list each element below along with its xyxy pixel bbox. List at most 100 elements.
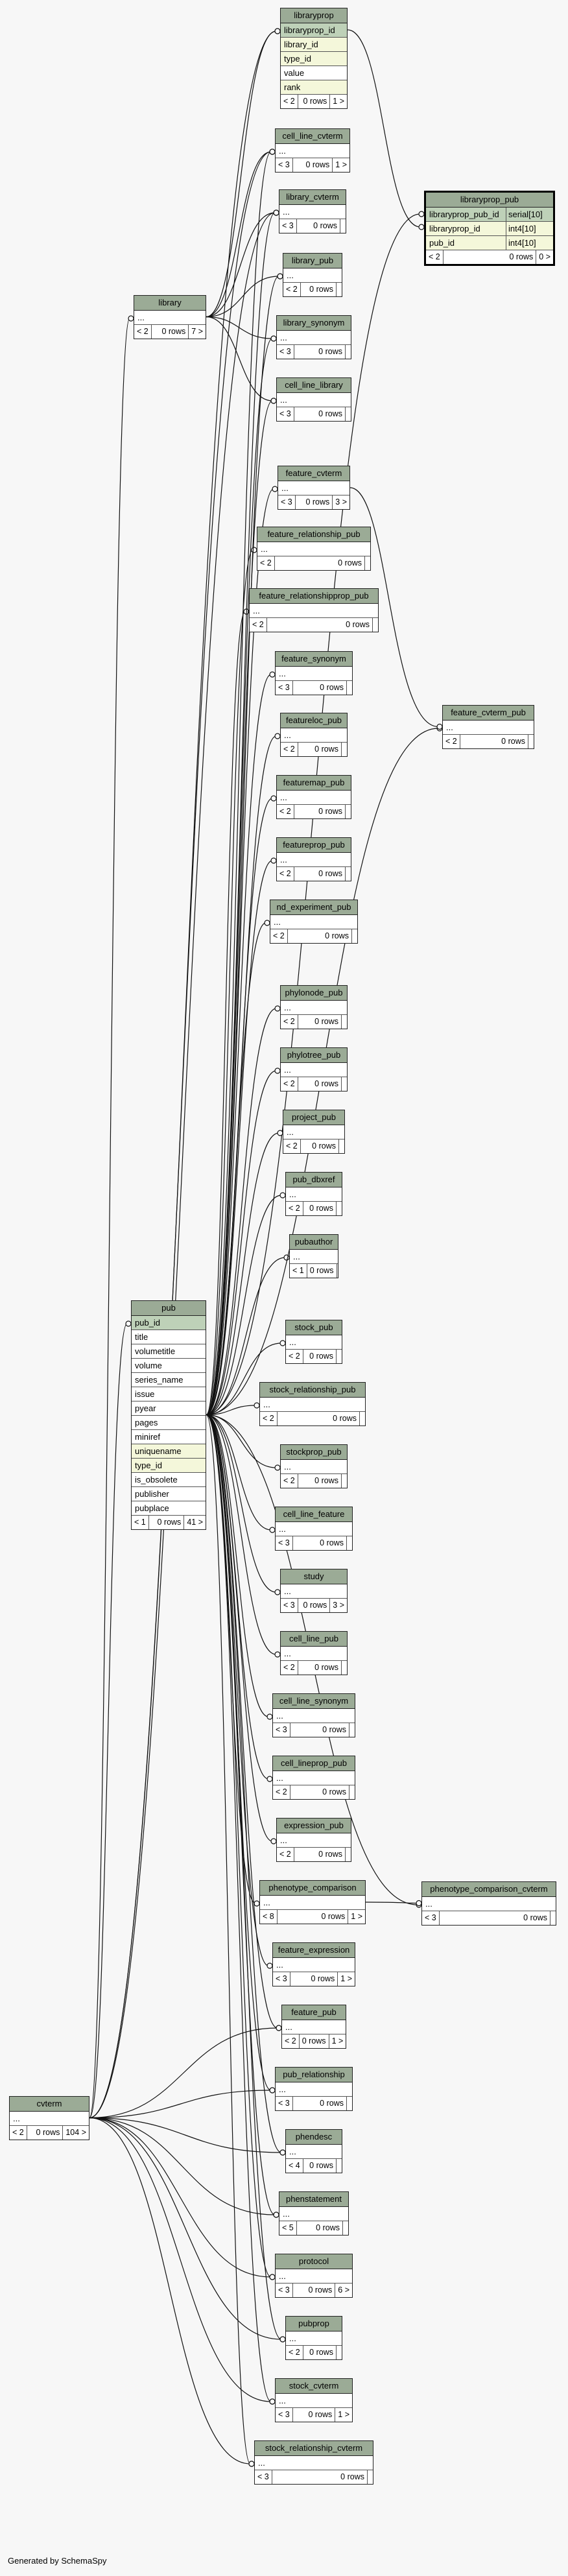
child-count[interactable] [346,345,351,359]
parent-count[interactable]: < 5 [279,2221,297,2235]
child-count[interactable]: 1 > [333,97,344,106]
child-count[interactable] [346,407,351,421]
parent-count[interactable]: < 2 [281,743,298,756]
parent-count[interactable]: < 2 [281,1661,298,1675]
column-row[interactable]: ... [10,2112,89,2126]
parent-count[interactable]: < 2 [273,1785,290,1799]
table-name[interactable]: phenstatement [279,2192,348,2207]
child-count[interactable] [352,929,357,943]
parent-count[interactable]: < 3 [276,2097,293,2110]
parent-count[interactable]: < 3 [276,2408,293,2422]
table-name[interactable]: libraryprop_pub [426,193,553,208]
parent-count[interactable]: < 2 [426,250,444,264]
column-row[interactable]: ... [277,331,351,345]
table-name[interactable]: featuremap_pub [277,776,351,791]
column-row[interactable]: ... [286,2332,342,2346]
parent-count[interactable]: < 3 [273,1972,290,1986]
column-row[interactable]: ... [134,311,206,325]
child-count[interactable]: 3 > [333,1601,344,1610]
table-name[interactable]: feature_relationship_pub [257,527,370,542]
column-row[interactable]: ... [270,915,357,929]
column-row[interactable]: ... [277,393,351,407]
parent-count[interactable]: < 1 [132,1516,149,1529]
parent-count[interactable]: < 3 [276,158,293,172]
parent-count[interactable]: < 3 [281,1599,298,1612]
table-name[interactable]: stockprop_pub [281,1445,347,1460]
child-count[interactable] [337,2159,342,2173]
child-count[interactable]: 3 > [335,497,347,507]
parent-count[interactable]: < 8 [260,1910,278,1924]
child-count[interactable] [347,1536,352,1550]
table-name[interactable]: library [134,296,206,311]
table-name[interactable]: project_pub [283,1110,344,1125]
child-count[interactable] [339,1139,344,1153]
column-row[interactable]: libraryprop_id [281,23,347,38]
column-row[interactable]: uniquename [132,1444,206,1459]
column-row[interactable]: title [132,1330,206,1344]
child-count[interactable] [346,805,351,818]
child-count[interactable]: 0 > [539,252,550,261]
parent-count[interactable]: < 3 [278,495,296,509]
parent-count[interactable]: < 2 [443,735,460,748]
column-row[interactable]: ... [250,604,378,618]
child-count[interactable]: 1 > [340,1974,352,1983]
parent-count[interactable]: < 2 [277,867,294,881]
table-name[interactable]: cvterm [10,2097,89,2112]
table-name[interactable]: pub [132,1301,206,1316]
child-count[interactable] [337,283,342,296]
child-count[interactable] [346,1848,351,1861]
parent-count[interactable]: < 2 [283,283,301,296]
child-count[interactable] [346,867,351,881]
column-row[interactable]: ... [283,1125,344,1139]
column-row[interactable]: rank [281,80,347,95]
table-name[interactable]: pub_dbxref [286,1173,342,1187]
child-count[interactable]: 7 > [191,327,203,336]
child-count[interactable] [342,1015,347,1029]
child-count[interactable] [342,1474,347,1488]
table-name[interactable]: library_synonym [277,316,351,331]
child-count[interactable] [368,2470,373,2484]
table-name[interactable]: phylonode_pub [281,986,347,1001]
column-row[interactable]: pubplace [132,1501,206,1516]
parent-count[interactable]: < 1 [290,1264,307,1278]
table-name[interactable]: cell_line_pub [281,1632,347,1647]
child-count[interactable] [340,219,346,233]
table-name[interactable]: library_cvterm [279,190,346,205]
parent-count[interactable]: < 3 [279,219,297,233]
child-count[interactable] [343,2221,348,2235]
table-name[interactable]: pubauthor [290,1235,338,1250]
column-row[interactable]: ... [260,1896,365,1910]
parent-count[interactable]: < 2 [281,95,298,108]
column-row[interactable]: ... [273,1709,355,1723]
table-name[interactable]: expression_pub [277,1819,351,1833]
column-row[interactable]: ... [286,1187,342,1202]
table-name[interactable]: cell_line_library [277,378,351,393]
child-count[interactable]: 6 > [338,2285,349,2295]
table-name[interactable]: phendesc [286,2130,342,2145]
column-row[interactable]: ... [422,1897,556,1911]
parent-count[interactable]: < 2 [286,1202,303,1215]
child-count[interactable] [342,1661,347,1675]
column-row[interactable]: pages [132,1416,206,1430]
column-row[interactable]: ... [279,2207,348,2221]
parent-count[interactable]: < 3 [422,1911,440,1925]
table-name[interactable]: stock_relationship_cvterm [255,2441,373,2456]
